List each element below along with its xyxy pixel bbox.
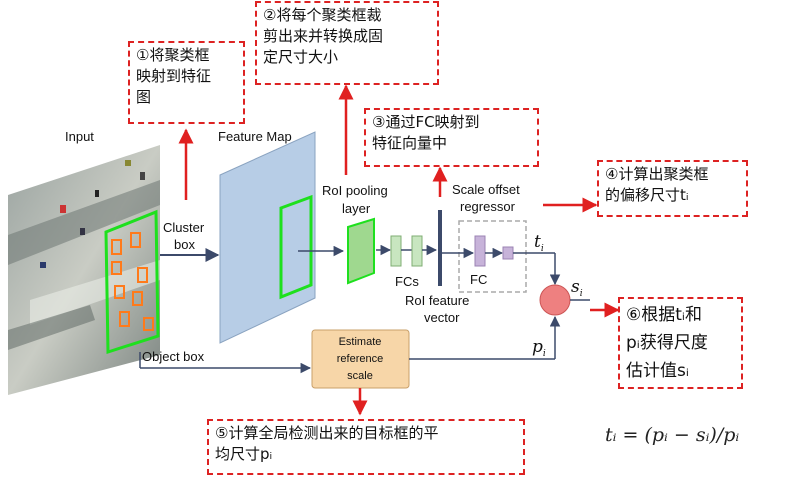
annotation-average-size: ⑤计算全局检测出来的目标框的平 均尺寸pᵢ [207, 419, 525, 475]
roi-feature-vector [438, 210, 442, 286]
cluster-box-label-1: Cluster [163, 220, 205, 235]
scale-offset-label-1: Scale offset [452, 182, 520, 197]
pi-label: pi [532, 337, 546, 359]
roi-pooling-label-1: RoI pooling [322, 183, 388, 198]
estimate-label-1: Estimate [339, 336, 382, 348]
fcs-label: FCs [395, 274, 419, 289]
fc-layer-1 [390, 235, 402, 267]
estimate-label-2: reference [337, 353, 383, 365]
scale-offset-label-2: regressor [460, 199, 516, 214]
feature-map-label: Feature Map [218, 129, 292, 144]
input-cluster-box [104, 209, 160, 355]
roi-feature-label-2: vector [424, 310, 460, 325]
formula: tᵢ = (pᵢ − sᵢ)/pᵢ [605, 424, 739, 446]
annotation-scale-estimate: ⑥根据tᵢ和 pᵢ获得尺度 估计值sᵢ [618, 297, 743, 389]
input-object-boxes [111, 232, 154, 331]
roi-pooling-label-2: layer [342, 201, 371, 216]
object-box-label: Object box [142, 349, 205, 364]
estimate-label-3: scale [347, 370, 373, 382]
fc-purple-2 [502, 246, 514, 260]
input-image [8, 145, 160, 395]
roi-feature-label-1: RoI feature [405, 293, 469, 308]
annotation-offset: ④计算出聚类框 的偏移尺寸tᵢ [597, 160, 748, 217]
si-label: si [571, 277, 583, 299]
fc-purple-1 [474, 235, 486, 267]
feature-map [219, 131, 316, 344]
input-label: Input [65, 129, 94, 144]
fc-layer-2 [411, 235, 423, 267]
annotation-crop-resize: ②将每个聚类框裁 剪出来并转换成固 定尺寸大小 [255, 1, 439, 85]
scale-offset-regressor-box [458, 220, 527, 293]
annotation-map-to-feature: ①将聚类框 映射到特征 图 [128, 41, 245, 124]
feature-map-roi [279, 194, 313, 300]
annotation-fc-feature: ③通过FC映射到 特征向量中 [364, 108, 539, 167]
combine-node [539, 284, 571, 316]
cluster-box-label-2: box [174, 237, 195, 252]
ti-label: ti [534, 232, 544, 254]
fc-label: FC [470, 272, 487, 287]
roi-pooling-layer [347, 217, 375, 285]
